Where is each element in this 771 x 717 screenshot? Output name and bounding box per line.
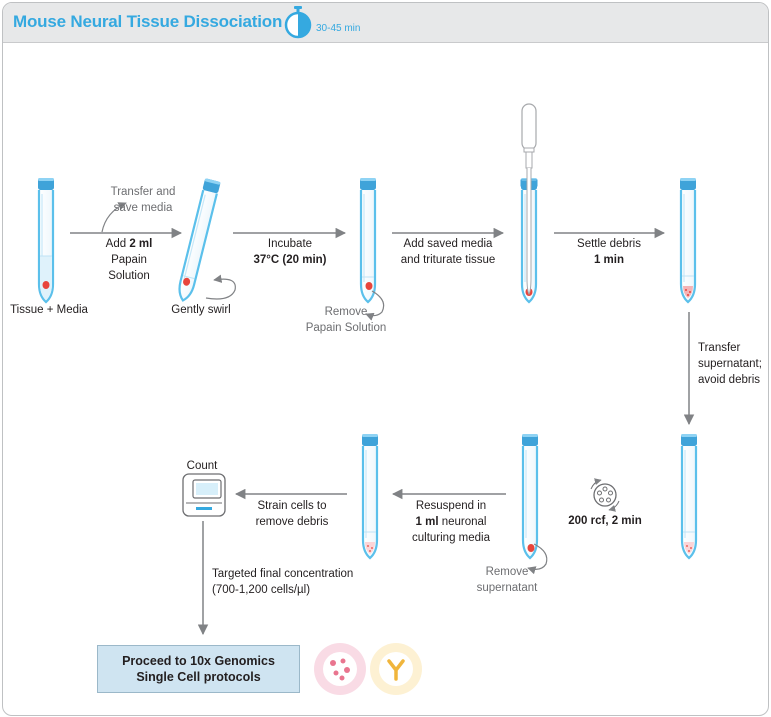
header-bar: Mouse Neural Tissue Dissociation 30-45 m… — [3, 3, 768, 43]
tube-remove-papain — [358, 176, 378, 304]
antibody-icon — [370, 643, 422, 695]
label-count: Count — [186, 460, 218, 472]
page-title: Mouse Neural Tissue Dissociation — [13, 12, 283, 31]
centrifuge-icon — [590, 478, 620, 512]
tube-tissue-media — [36, 176, 56, 304]
label-tissue-media: Tissue + Media — [10, 304, 88, 316]
stopwatch-icon — [284, 6, 312, 39]
label-target-concentration: Targeted final concentration(700-1,200 c… — [212, 568, 354, 596]
pipette-icon — [521, 103, 537, 296]
cell-counter-icon — [182, 473, 226, 517]
tube-settle-debris — [678, 176, 698, 304]
label-centrifuge: 200 rcf, 2 min — [568, 515, 642, 527]
tube-supernatant — [679, 432, 699, 560]
arrow-transfer-save — [101, 202, 127, 233]
tube-gently-swirl — [174, 177, 222, 304]
label-gently-swirl: Gently swirl — [171, 304, 231, 316]
cells-icon — [314, 643, 366, 695]
tissue-piece — [42, 281, 50, 289]
final-step-box: Proceed to 10x Genomics Single Cell prot… — [97, 645, 300, 693]
tube-remove-supernatant — [520, 432, 540, 560]
swirl-icon — [205, 274, 236, 300]
duration-label: 30-45 min — [316, 23, 361, 34]
tube-strain-cells — [360, 432, 380, 560]
arrow-remove-papain — [365, 290, 385, 321]
arrow-remove-supernatant — [527, 543, 548, 575]
